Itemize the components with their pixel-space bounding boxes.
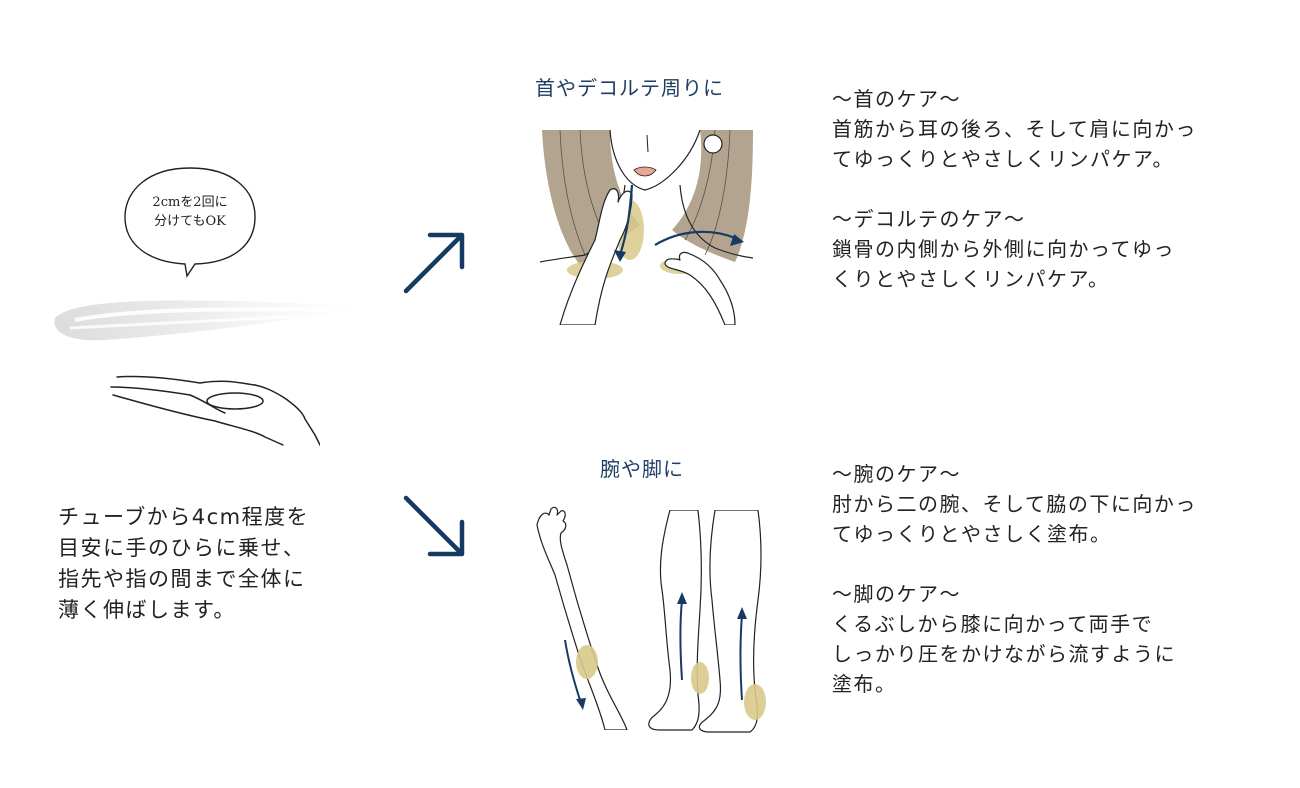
bubble-text: 2cmを2回に 分けてもOK: [125, 193, 255, 231]
decollete-care-heading: 〜デコルテのケア〜: [832, 207, 1026, 231]
intro-line-1: チューブから4cm程度を: [58, 505, 310, 529]
neck-care-text: 〜首のケア〜 首筋から耳の後ろ、そして肩に向かっ てゆっくりとやさしくリンパケア…: [832, 84, 1197, 294]
neck-care-line-2: てゆっくりとやさしくリンパケア。: [832, 147, 1174, 171]
intro-instructions: チューブから4cm程度を 目安に手のひらに乗せ、 指先や指の間まで全体に 薄く伸…: [58, 502, 358, 626]
intro-line-4: 薄く伸ばします。: [58, 598, 236, 622]
arm-care-line-2: てゆっくりとやさしく塗布。: [832, 522, 1112, 546]
bubble-line-1: 2cmを2回に: [152, 195, 228, 210]
neck-care-heading: 〜首のケア〜: [832, 87, 961, 111]
arrow-down-right-icon: [403, 495, 465, 557]
palm-hand-illustration: [110, 375, 320, 446]
arm-care-heading: 〜腕のケア〜: [832, 462, 961, 486]
leg-care-heading: 〜脚のケア〜: [832, 582, 961, 606]
neck-care-line-1: 首筋から耳の後ろ、そして肩に向かっ: [832, 117, 1197, 141]
cream-smear-illustration: [54, 300, 365, 341]
neck-section-title: 首やデコルテ周りに: [535, 76, 724, 100]
leg-care-line-3: 塗布。: [832, 672, 897, 696]
neck-decollete-illustration: [540, 130, 754, 325]
limb-section-title: 腕や脚に: [600, 457, 684, 481]
decollete-care-line-2: くりとやさしくリンパケア。: [832, 267, 1110, 291]
arrow-up-right-icon: [403, 232, 465, 294]
bubble-line-2: 分けてもOK: [154, 214, 226, 229]
speech-bubble: [124, 167, 256, 278]
legs-illustration: [648, 510, 766, 733]
leg-care-line-2: しっかり圧をかけながら流すように: [832, 642, 1176, 666]
intro-line-3: 指先や指の間まで全体に: [58, 567, 306, 591]
arm-care-line-1: 肘から二の腕、そして脇の下に向かっ: [832, 492, 1197, 516]
arm-illustration: [536, 506, 628, 730]
limb-care-text: 〜腕のケア〜 肘から二の腕、そして脇の下に向かっ てゆっくりとやさしく塗布。 〜…: [832, 459, 1197, 699]
decollete-care-line-1: 鎖骨の内側から外側に向かってゆっ: [832, 237, 1175, 261]
intro-line-2: 目安に手のひらに乗せ、: [58, 536, 306, 560]
leg-care-line-1: くるぶしから膝に向かって両手で: [832, 612, 1154, 636]
